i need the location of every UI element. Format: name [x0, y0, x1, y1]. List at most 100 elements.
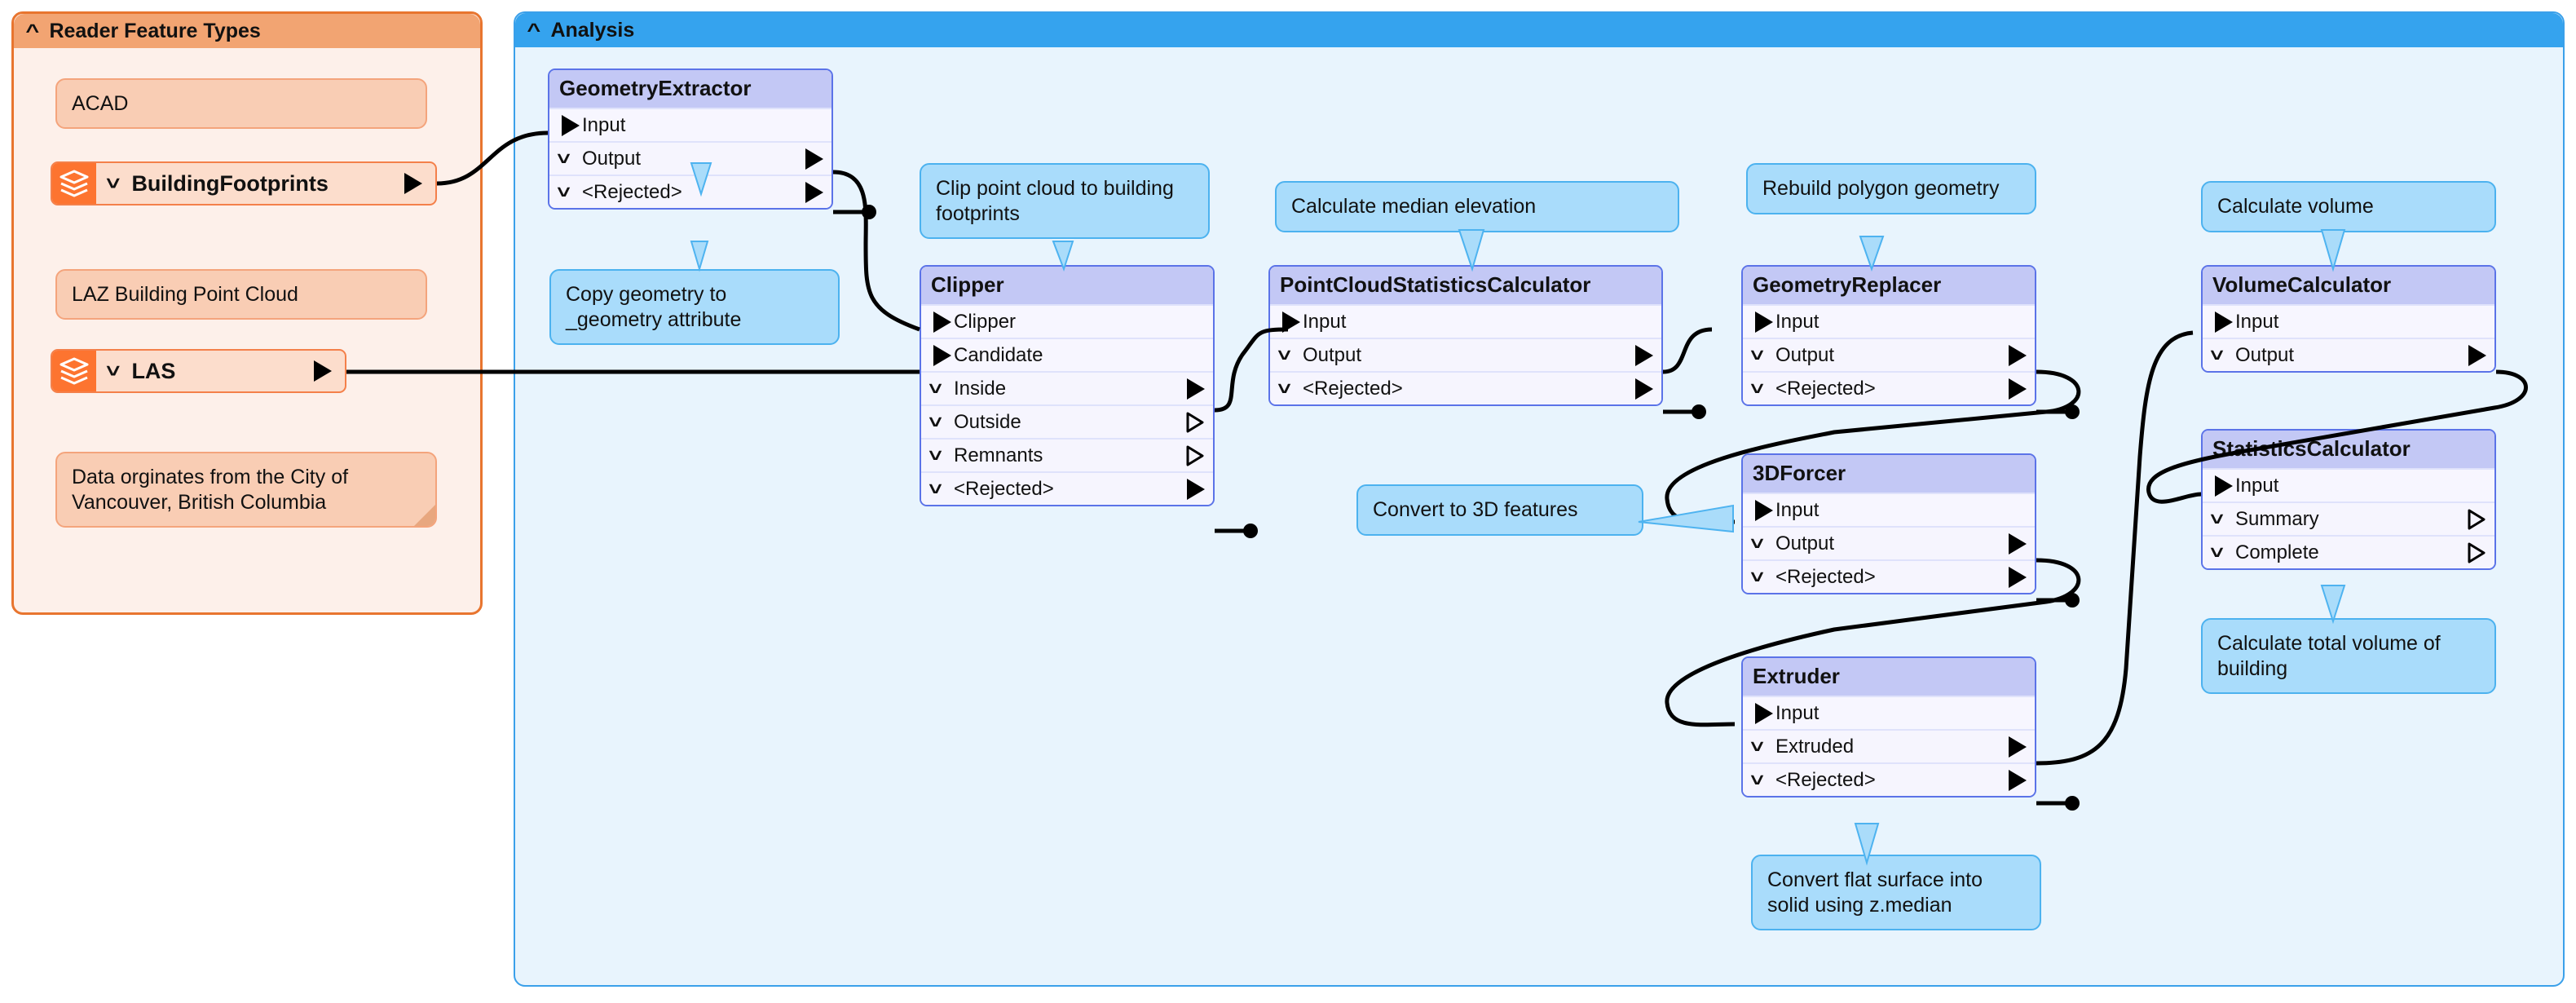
annotation-clip-point-cloud-text: Clip point cloud to building footprints	[936, 177, 1174, 225]
port-rejected[interactable]: ˅<Rejected>	[549, 175, 831, 208]
annotation-calculate-volume[interactable]: Calculate volume	[2201, 181, 2496, 232]
port-outside[interactable]: ˅Outside	[921, 404, 1213, 438]
port-label: <Rejected>	[1775, 565, 1876, 588]
output-arrow-icon[interactable]	[1179, 378, 1205, 400]
port-rejected[interactable]: ˅<Rejected>	[1743, 762, 2035, 796]
annotation-source-text: Data orginates from the City of Vancouve…	[72, 466, 349, 514]
transformer-extruder[interactable]: Extruder Input˅Extruded˅<Rejected>	[1741, 656, 2036, 798]
port-output[interactable]: ˅Output	[1743, 338, 2035, 371]
output-arrow-icon[interactable]	[2460, 344, 2486, 366]
port-input[interactable]: Input	[1743, 304, 2035, 338]
annotation-total-volume[interactable]: Calculate total volume of building	[2201, 618, 2496, 694]
port-input[interactable]: Input	[549, 108, 831, 141]
expand-caret-icon: ˅	[557, 148, 571, 169]
annotation-data-source[interactable]: Data orginates from the City of Vancouve…	[55, 452, 437, 528]
expand-caret-icon: ˅	[1277, 344, 1291, 365]
annotation-laz-text: LAZ Building Point Cloud	[72, 283, 298, 306]
output-arrow-icon[interactable]	[1627, 344, 1653, 366]
port-label: Output	[1303, 343, 1362, 366]
layers-icon	[52, 163, 96, 204]
port-rejected[interactable]: ˅<Rejected>	[921, 471, 1213, 505]
annotation-calculate-volume-text: Calculate volume	[2217, 195, 2374, 218]
output-arrow-icon[interactable]	[2000, 566, 2027, 588]
annotation-convert-3d[interactable]: Convert to 3D features	[1356, 484, 1643, 536]
port-input[interactable]: Input	[1270, 304, 1661, 338]
port-label: Complete	[2235, 541, 2319, 563]
annotation-convert-flat-text: Convert flat surface into solid using z.…	[1767, 868, 1983, 917]
feature-type-las[interactable]: ˅ LAS	[51, 349, 346, 393]
input-arrow-icon	[2212, 475, 2235, 497]
input-arrow-icon	[931, 311, 954, 333]
bookmark-analysis-header[interactable]: ^ Analysis	[515, 13, 2563, 47]
output-arrow-icon[interactable]	[1627, 378, 1653, 400]
annotation-clip-point-cloud[interactable]: Clip point cloud to building footprints	[920, 163, 1210, 239]
port-clipper[interactable]: Clipper	[921, 304, 1213, 338]
output-arrow-icon[interactable]	[2000, 532, 2027, 555]
output-arrow-hollow-icon[interactable]	[2459, 509, 2486, 530]
port-label: Output	[2235, 343, 2295, 366]
port-label: Input	[1303, 310, 1347, 333]
transformer-statisticscalculator[interactable]: StatisticsCalculator Input˅Summary˅Compl…	[2201, 429, 2496, 570]
output-arrow-icon[interactable]	[797, 148, 823, 170]
output-arrow-icon[interactable]	[2000, 736, 2027, 758]
collapse-caret-icon[interactable]: ^	[527, 19, 541, 41]
annotation-rebuild-polygon[interactable]: Rebuild polygon geometry	[1746, 163, 2036, 214]
output-arrow-icon[interactable]	[797, 181, 823, 203]
collapse-caret-icon[interactable]: ^	[25, 20, 40, 42]
output-arrow-icon[interactable]	[2000, 378, 2027, 400]
port-label: Output	[1775, 532, 1835, 555]
port-label: Inside	[954, 377, 1007, 400]
port-input[interactable]: Input	[1743, 696, 2035, 729]
port-output[interactable]: ˅ Output	[1270, 338, 1661, 371]
expand-caret-icon[interactable]: ˅	[105, 360, 121, 382]
port-complete[interactable]: ˅Complete	[2203, 535, 2494, 568]
feature-type-output-port[interactable]	[314, 360, 337, 382]
output-arrow-hollow-icon[interactable]	[1177, 445, 1205, 466]
port-candidate[interactable]: Candidate	[921, 338, 1213, 371]
port-inside[interactable]: ˅Inside	[921, 371, 1213, 404]
output-arrow-icon[interactable]	[1179, 478, 1205, 500]
transformer-geometryreplacer[interactable]: GeometryReplacer Input˅Output˅<Rejected>	[1741, 265, 2036, 406]
port-rejected[interactable]: ˅<Rejected>	[1743, 371, 2035, 404]
port-rejected[interactable]: ˅ <Rejected>	[1743, 559, 2035, 593]
annotation-median-elevation[interactable]: Calculate median elevation	[1275, 181, 1679, 232]
port-list: Input˅Output ˅ <Rejected>	[1743, 493, 2035, 593]
port-remnants[interactable]: ˅Remnants	[921, 438, 1213, 471]
output-arrow-hollow-icon[interactable]	[2459, 542, 2486, 563]
feature-type-output-port[interactable]	[404, 173, 427, 194]
port-label: Candidate	[954, 343, 1043, 366]
expand-caret-icon: ˅	[2210, 508, 2224, 529]
port-rejected[interactable]: ˅<Rejected>	[1270, 371, 1661, 404]
annotation-convert-flat-surface[interactable]: Convert flat surface into solid using z.…	[1751, 855, 2041, 930]
port-output[interactable]: ˅Output	[549, 141, 831, 175]
transformer-pointcloudstatisticscalculator[interactable]: PointCloudStatisticsCalculator Input˅Out…	[1268, 265, 1663, 406]
port-label: Extruded	[1775, 735, 1855, 758]
port-extruded[interactable]: ˅Extruded	[1743, 729, 2035, 762]
port-output[interactable]: ˅Output	[2203, 338, 2494, 371]
port-input[interactable]: Input	[2203, 304, 2494, 338]
port-input[interactable]: Input	[2203, 468, 2494, 502]
port-output[interactable]: ˅Output	[1743, 526, 2035, 559]
transformer-3dforcer[interactable]: 3DForcer Input˅Output˅<Rejected>	[1741, 453, 2036, 594]
transformer-volumecalculator[interactable]: VolumeCalculator Input˅Output	[2201, 265, 2496, 373]
port-label: <Rejected>	[1775, 377, 1876, 400]
annotation-convert-3d-text: Convert to 3D features	[1373, 498, 1578, 521]
port-input[interactable]: Input	[1743, 493, 2035, 526]
feature-type-buildingfootprints[interactable]: ˅ BuildingFootprints	[51, 161, 437, 205]
transformer-title: GeometryExtractor	[549, 70, 831, 108]
feature-type-label: BuildingFootprints	[131, 170, 329, 196]
annotation-acad[interactable]: ACAD	[55, 78, 427, 129]
output-arrow-icon[interactable]	[2000, 344, 2027, 366]
annotation-laz-building-point-cloud[interactable]: LAZ Building Point Cloud	[55, 269, 427, 320]
input-arrow-icon	[1753, 499, 1775, 521]
expand-caret-icon[interactable]: ˅	[105, 172, 121, 194]
input-arrow-icon	[1280, 311, 1303, 333]
annotation-copy-geometry[interactable]: Copy geometry to _geometry attribute	[549, 269, 840, 345]
output-arrow-icon[interactable]	[2000, 769, 2027, 791]
port-summary[interactable]: ˅Summary	[2203, 502, 2494, 535]
output-arrow-hollow-icon[interactable]	[1177, 412, 1205, 433]
bookmark-reader-header[interactable]: ^ Reader Feature Types	[14, 14, 480, 48]
transformer-geometryextractor[interactable]: GeometryExtractor Input˅Output˅<Rejected…	[548, 68, 833, 210]
expand-caret-icon: ˅	[1750, 566, 1764, 587]
